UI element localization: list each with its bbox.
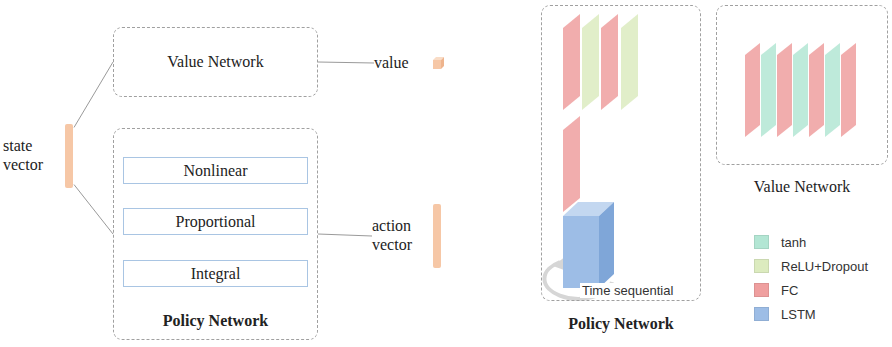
node-text: Integral (191, 264, 241, 283)
legend-swatch (754, 259, 769, 273)
node-text: Value Network (167, 52, 263, 71)
vector-bar (65, 124, 73, 188)
network-panel: Policy Network (541, 5, 701, 301)
node-text: value (374, 53, 409, 72)
node-text: Policy Network (114, 311, 317, 330)
node-text: Nonlinear (184, 161, 248, 180)
legend-row: LSTM (754, 302, 868, 326)
connector-line (318, 62, 374, 63)
module-box: Nonlinear (123, 157, 308, 184)
legend-row: FC (754, 278, 868, 302)
legend-swatch (754, 235, 769, 249)
module-box: Integral (123, 260, 308, 287)
lstm-block (563, 202, 614, 288)
network-panel: Value Network (716, 5, 888, 165)
policy-layers (563, 14, 638, 212)
network-panel: Policy Network NonlinearProportionalInteg… (113, 128, 318, 340)
legend-row: tanh (754, 230, 868, 254)
node-text: Policy Network (568, 314, 673, 333)
legend: tanhReLU+DropoutFC LSTM (754, 230, 868, 326)
network-panel: Value Network (113, 27, 318, 97)
module-box: Proportional (123, 208, 308, 235)
legend-text: ReLU+Dropout (781, 259, 868, 274)
legend-text: LSTM (781, 307, 816, 322)
vector-node: action vector (372, 203, 442, 269)
vector-node: state vector (3, 122, 74, 190)
node-text: action vector (372, 216, 426, 254)
node-text: state vector (3, 136, 57, 174)
annotation-label: Time sequential (580, 283, 675, 298)
connector-line (74, 62, 113, 127)
connector-line (318, 234, 372, 236)
legend-swatch (754, 283, 769, 297)
value-layers (745, 43, 856, 137)
vector-bar (433, 204, 441, 268)
legend-swatch (754, 307, 769, 321)
legend-text: tanh (781, 235, 806, 250)
connector-line (74, 185, 113, 234)
value-cube (433, 57, 444, 69)
vector-node: value (374, 52, 446, 74)
node-text: Proportional (176, 212, 256, 231)
node-text: Value Network (754, 177, 850, 196)
legend-text: FC (781, 283, 798, 298)
legend-row: ReLU+Dropout (754, 254, 868, 278)
